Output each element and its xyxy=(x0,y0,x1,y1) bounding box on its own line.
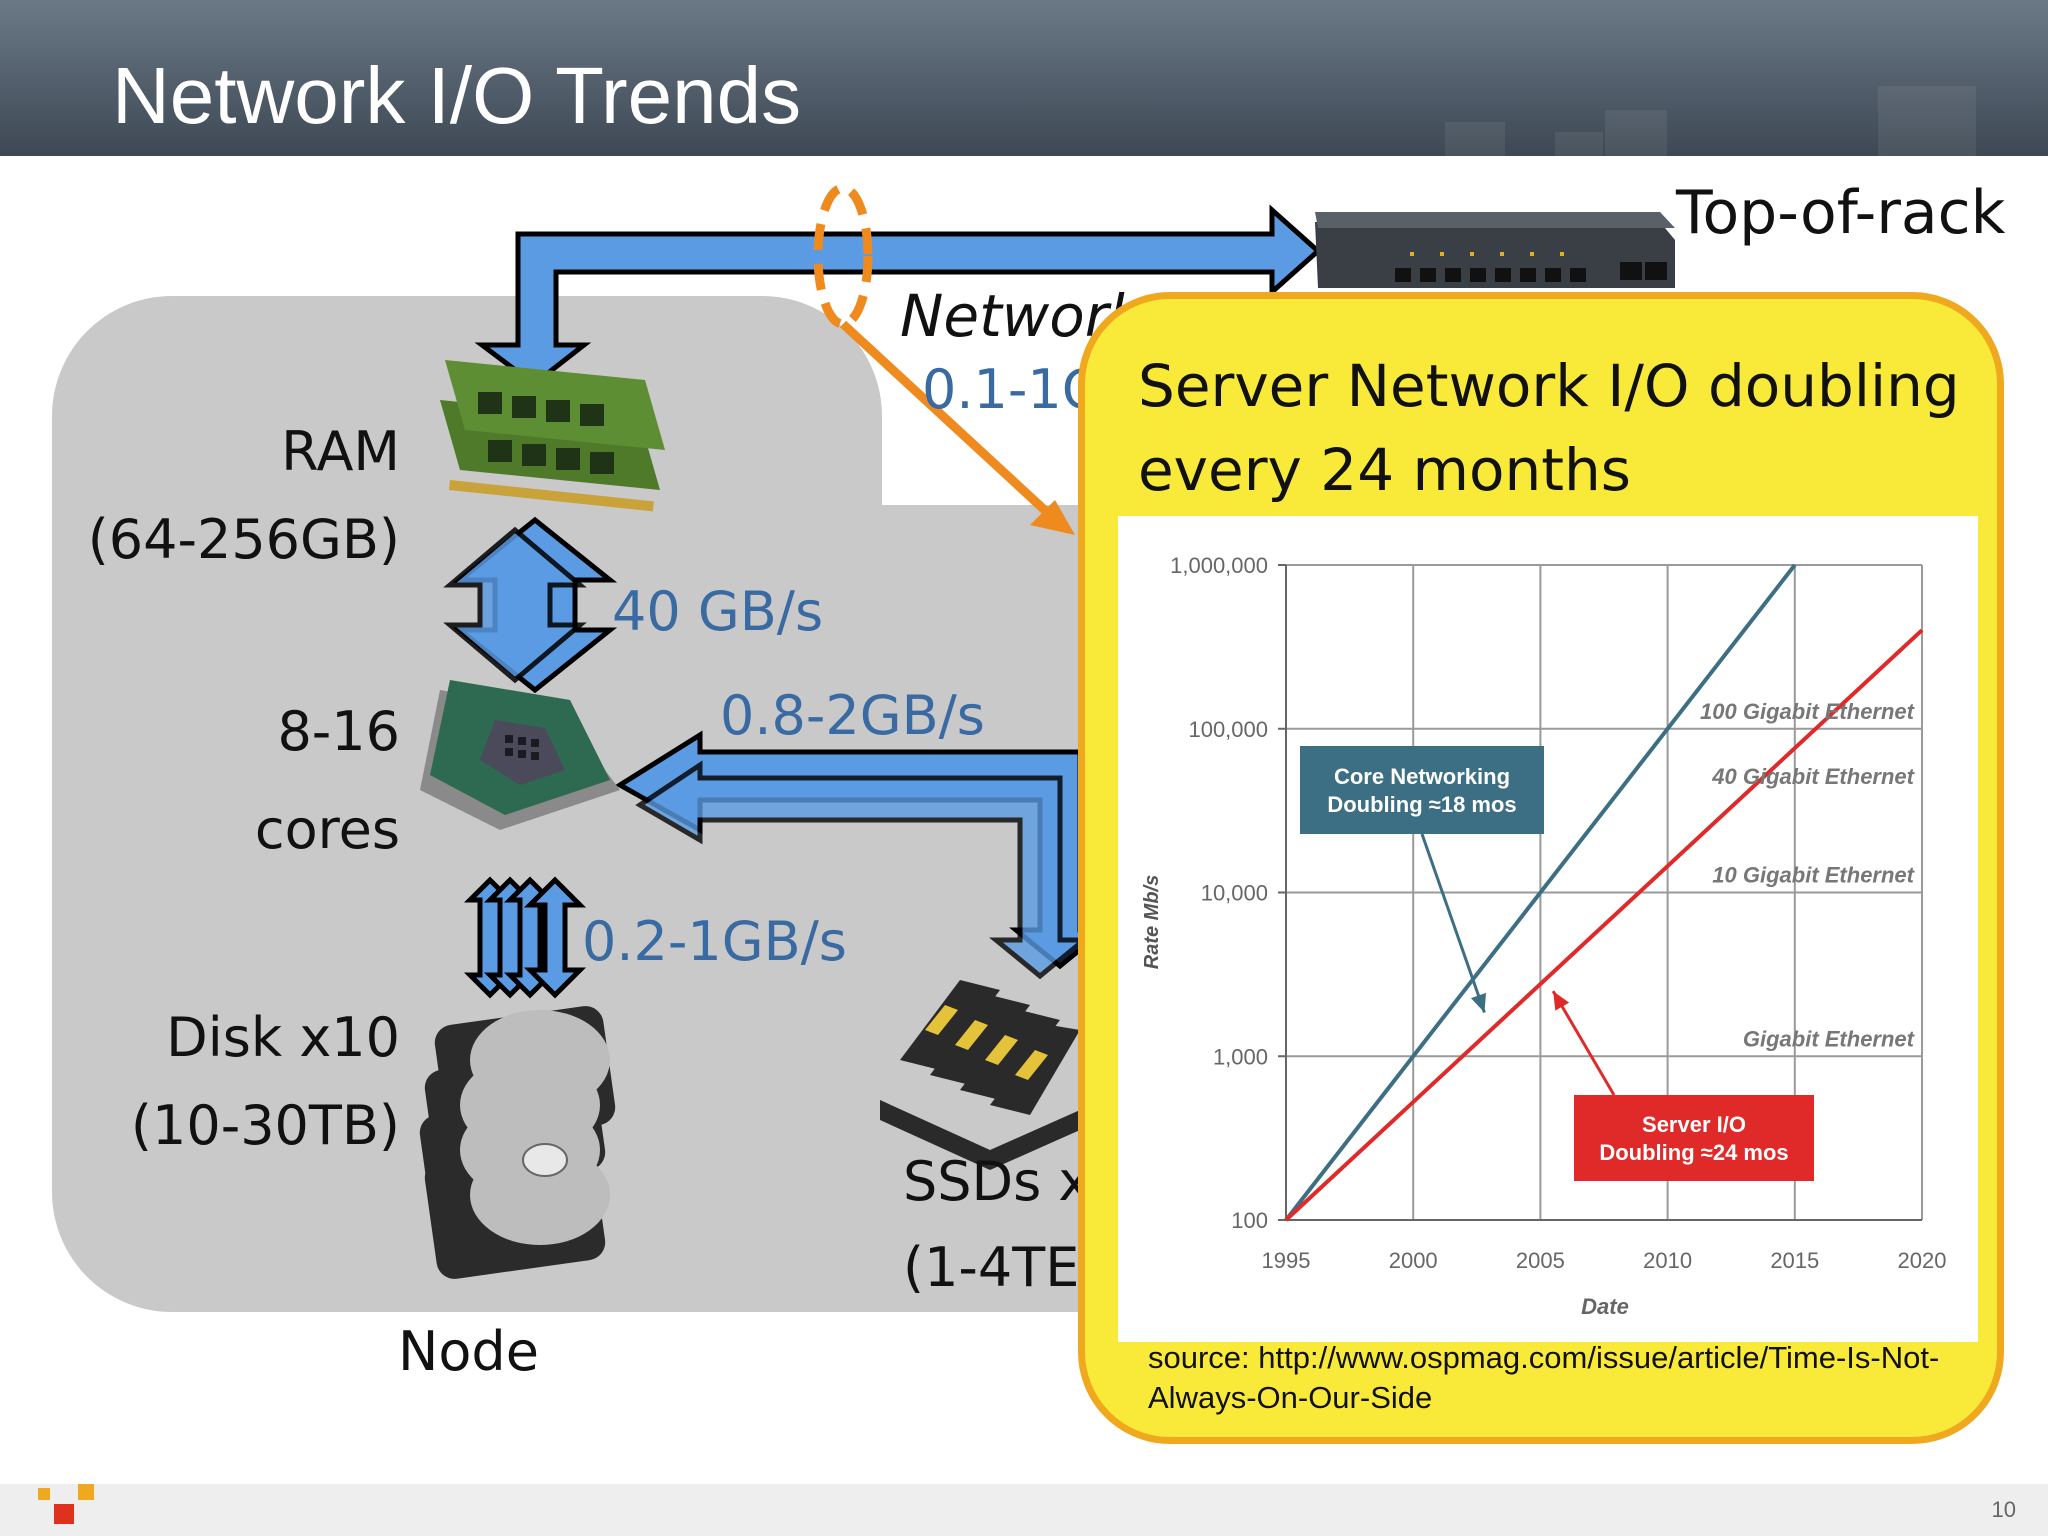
annotation-arrowhead xyxy=(1470,992,1487,1013)
ssd-cpu-arrow xyxy=(615,730,1112,980)
x-axis-label: Date xyxy=(1581,1294,1629,1319)
slide-header xyxy=(0,0,2048,156)
y-tick-label: 100 xyxy=(1231,1208,1268,1233)
annotation-arrow xyxy=(1551,990,1616,1096)
network-arrow xyxy=(474,204,1322,388)
y-tick-label: 1,000,000 xyxy=(1170,553,1268,578)
annotation-box xyxy=(1574,1095,1814,1181)
ram-label: RAM xyxy=(281,420,400,483)
ssd-size: (1-4TE xyxy=(903,1236,1080,1299)
ethernet-label: 40 Gigabit Ethernet xyxy=(1711,764,1915,789)
x-tick-label: 2000 xyxy=(1389,1248,1438,1273)
orange-arrowhead xyxy=(1030,500,1075,535)
x-tick-label: 1995 xyxy=(1262,1248,1311,1273)
slide-footer xyxy=(0,1484,2048,1536)
x-tick-label: 2020 xyxy=(1898,1248,1947,1273)
ethernet-label: Gigabit Ethernet xyxy=(1743,1026,1916,1051)
x-tick-label: 2005 xyxy=(1516,1248,1565,1273)
cpu-illustration xyxy=(420,680,620,830)
source-citation: source: http://www.ospmag.com/issue/arti… xyxy=(1148,1340,1940,1415)
switch-illustration xyxy=(1315,212,1675,288)
x-tick-label: 2015 xyxy=(1770,1248,1819,1273)
server-io-line xyxy=(1284,628,1924,1222)
logo-icon xyxy=(38,1488,50,1500)
ethernet-label: 10 Gigabit Ethernet xyxy=(1712,863,1915,888)
annotation-box xyxy=(1300,746,1544,834)
y-axis-label: Rate Mb/s xyxy=(1141,875,1163,969)
cores-count: 8-16 xyxy=(277,700,400,763)
network-bandwidth: 0.1-1G xyxy=(922,358,1104,421)
y-tick-label: 100,000 xyxy=(1188,717,1268,742)
chart-panel xyxy=(1118,516,1978,1342)
logo-icon-square-2 xyxy=(78,1484,94,1500)
y-tick-label: 1,000 xyxy=(1213,1044,1268,1069)
callout-title: Server Network I/O doubling every 24 mon… xyxy=(1138,352,1960,504)
disk-illustration xyxy=(419,1006,616,1279)
ram-size: (64-256GB) xyxy=(87,508,400,571)
disk-cpu-arrows xyxy=(463,876,587,999)
annotation-text: Doubling ≈24 mos xyxy=(1599,1140,1788,1165)
slide-title: Network I/O Trends xyxy=(112,51,802,140)
switch-label: Top-of-rack xyxy=(1676,178,2006,248)
disk-size: (10-30TB) xyxy=(130,1094,400,1157)
annotation-arrowhead xyxy=(1553,991,1570,1011)
ssd-bandwidth: 0.8-2GB/s xyxy=(720,684,985,747)
ssd-illustration xyxy=(880,980,1080,1170)
ethernet-label: 100 Gigabit Ethernet xyxy=(1700,699,1916,724)
core-networking-line xyxy=(1284,563,1797,1222)
annotation-arrow xyxy=(1420,833,1486,1013)
ssd-label: SSDs x xyxy=(903,1150,1091,1213)
logo-icon-square-3 xyxy=(54,1504,74,1524)
annotation-text: Core Networking xyxy=(1334,764,1510,789)
annotation-text: Doubling ≈18 mos xyxy=(1327,792,1516,817)
page-number: 10 xyxy=(1991,1497,2016,1522)
ram-bandwidth: 40 GB/s xyxy=(612,580,824,643)
y-tick-label: 10,000 xyxy=(1201,881,1268,906)
annotation-text: Server I/O xyxy=(1642,1112,1746,1137)
network-highlight-ellipse xyxy=(813,183,873,329)
ram-illustration xyxy=(440,360,665,512)
ram-cpu-arrow xyxy=(443,516,618,694)
disk-bandwidth: 0.2-1GB/s xyxy=(582,910,847,973)
disk-label: Disk x10 xyxy=(166,1006,400,1069)
node-notch xyxy=(882,296,1102,505)
cores-label: cores xyxy=(254,798,400,861)
x-tick-label: 2010 xyxy=(1643,1248,1692,1273)
node-label: Node xyxy=(398,1320,539,1383)
